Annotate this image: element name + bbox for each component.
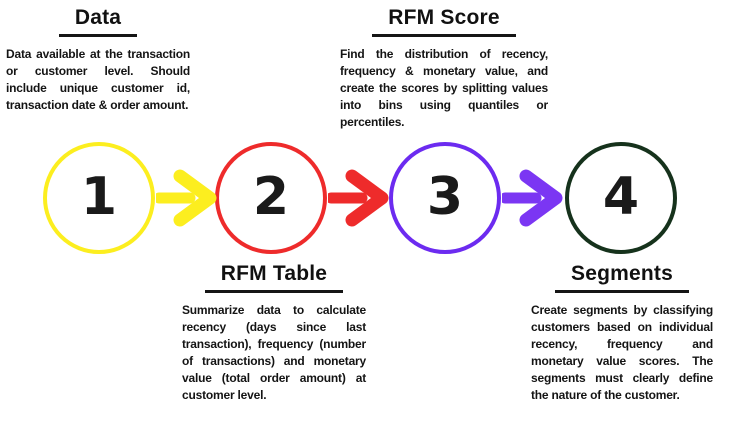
step-1-circle: 1 xyxy=(43,142,155,254)
step-2-text-block: RFM Table Summarize data to calculate re… xyxy=(182,262,366,404)
step-1-title: Data xyxy=(58,6,138,38)
step-4-description: Create segments by classifying customers… xyxy=(531,303,713,403)
step-3-description: Find the distribution of recency, freque… xyxy=(340,47,548,130)
step-4-number: 4 xyxy=(602,167,640,227)
step-4-text-block: Segments Create segments by classifying … xyxy=(531,262,713,404)
step-3-text-block: RFM Score Find the distribution of recen… xyxy=(340,6,548,131)
arrow-1-to-2-icon xyxy=(156,169,217,227)
step-1-text-block: Data Data available at the transaction o… xyxy=(6,6,190,114)
step-3-number: 3 xyxy=(426,167,464,227)
arrow-3-to-4-icon xyxy=(502,169,563,227)
step-1-description: Data available at the transaction or cus… xyxy=(6,47,190,113)
step-2-title: RFM Table xyxy=(204,262,344,294)
step-3-circle: 3 xyxy=(389,142,501,254)
arrow-2-to-3-icon xyxy=(328,169,389,227)
step-3-title: RFM Score xyxy=(372,6,516,38)
step-4-title: Segments xyxy=(555,262,689,294)
step-2-number: 2 xyxy=(252,167,290,227)
step-2-description: Summarize data to calculate recency (day… xyxy=(182,303,366,403)
step-1-number: 1 xyxy=(80,167,118,227)
step-2-circle: 2 xyxy=(215,142,327,254)
step-4-circle: 4 xyxy=(565,142,677,254)
